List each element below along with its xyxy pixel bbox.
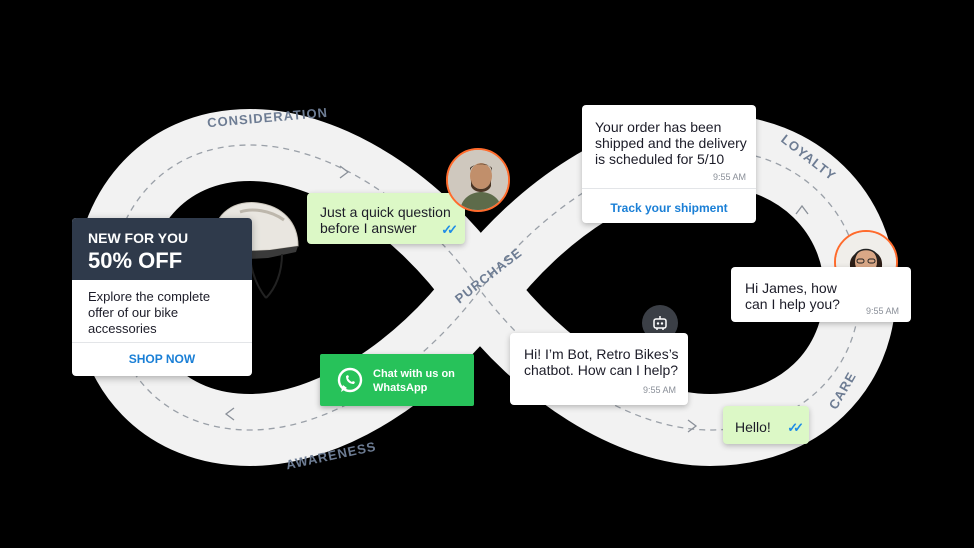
double-check-icon: ✓✓ <box>441 222 453 238</box>
promo-description: Explore the complete offer of our bike a… <box>88 289 238 337</box>
message-timestamp: 9:55 AM <box>713 172 746 182</box>
promo-divider <box>72 342 252 343</box>
customer-message-bubble: Just a quick question before I answer ✓✓ <box>307 193 465 244</box>
agent-message-bubble: Hi James, how can I help you? 9:55 AM <box>731 267 911 322</box>
bubble-divider <box>582 188 756 189</box>
whatsapp-button-label: Chat with us on WhatsApp <box>373 367 469 395</box>
whatsapp-icon <box>336 366 364 394</box>
bot-message-bubble: Hi! I’m Bot, Retro Bikes’s chatbot. How … <box>510 333 688 405</box>
message-text: Hello! <box>735 419 771 435</box>
customer-hello-bubble: Hello! ✓✓ <box>723 406 809 444</box>
promo-headline: NEW FOR YOU <box>88 230 188 246</box>
message-timestamp: 9:55 AM <box>643 385 676 395</box>
message-text: Just a quick question before I answer <box>320 204 452 236</box>
whatsapp-chat-button[interactable]: Chat with us on WhatsApp <box>320 354 474 406</box>
promo-header: NEW FOR YOU 50% OFF <box>72 218 252 280</box>
promo-card: NEW FOR YOU 50% OFF Explore the complete… <box>72 218 252 376</box>
robot-icon <box>650 313 670 333</box>
order-update-bubble: Your order has been shipped and the deli… <box>582 105 756 223</box>
shop-now-button[interactable]: SHOP NOW <box>72 352 252 366</box>
customer-avatar <box>446 148 510 212</box>
message-text: Hi! I’m Bot, Retro Bikes’s chatbot. How … <box>524 346 680 378</box>
double-check-icon: ✓✓ <box>787 420 799 436</box>
track-shipment-link[interactable]: Track your shipment <box>582 201 756 215</box>
message-text: Hi James, how can I help you? <box>745 280 857 312</box>
message-timestamp: 9:55 AM <box>866 306 899 316</box>
promo-discount: 50% OFF <box>88 248 182 274</box>
message-text: Your order has been shipped and the deli… <box>595 119 747 167</box>
